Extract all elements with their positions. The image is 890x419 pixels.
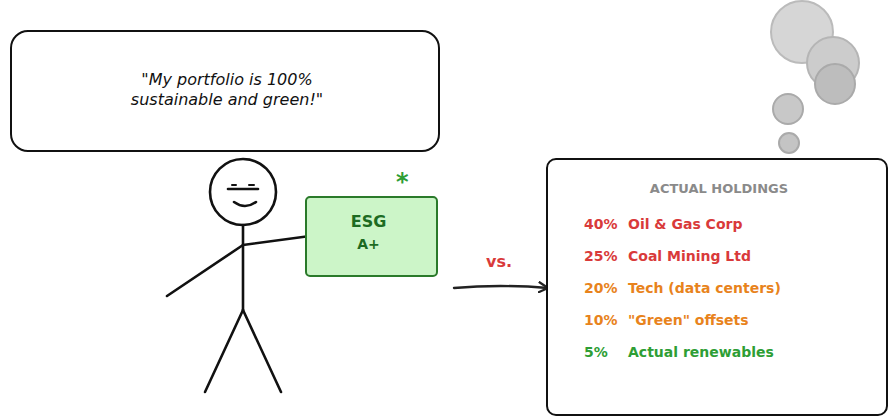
vs-label: vs. (486, 254, 512, 270)
holding-percent: 40% (584, 216, 618, 234)
card-grade: A+ (307, 236, 430, 254)
holding-percent: 20% (584, 280, 618, 298)
holding-name: Oil & Gas Corp (628, 216, 742, 234)
holdings-box: ACTUAL HOLDINGS 40% Oil & Gas Corp 25% Coal … (546, 158, 888, 416)
holding-percent: 5% (584, 344, 608, 362)
speech-bubble: "My portfolio is 100% sustainable and gr… (10, 30, 440, 152)
speech-text: "My portfolio is 100% sustainable and gr… (107, 70, 347, 110)
thought-bubbles (771, 1, 859, 153)
holding-name: Tech (data centers) (628, 280, 781, 298)
holdings-heading: ACTUAL HOLDINGS (548, 181, 890, 197)
holding-percent: 25% (584, 248, 618, 266)
holding-name: Coal Mining Ltd (628, 248, 751, 266)
holding-name: Actual renewables (628, 344, 774, 362)
comparison-arrow (454, 286, 548, 288)
esg-card: ESG A+ (305, 196, 438, 277)
card-heading: ESG (307, 212, 430, 232)
asterisk-mark: * (396, 170, 409, 194)
holding-name: "Green" offsets (628, 312, 749, 330)
holding-percent: 10% (584, 312, 618, 330)
